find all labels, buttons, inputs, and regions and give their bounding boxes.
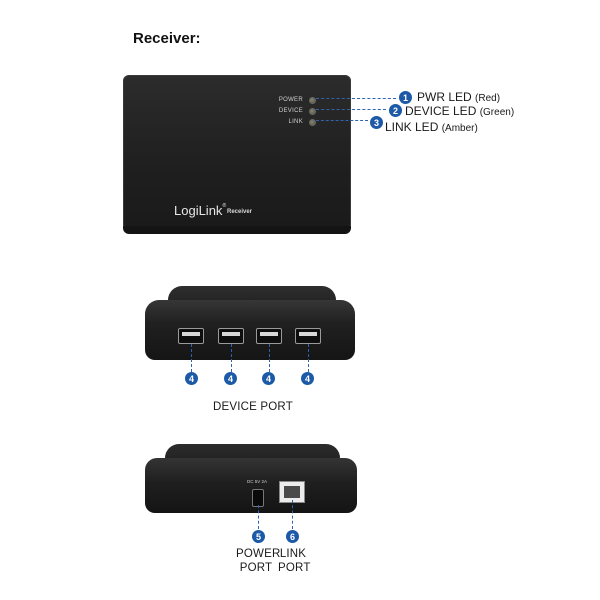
receiver-base [123, 226, 351, 234]
usb-port-4 [295, 328, 321, 344]
usb-port-1 [178, 328, 204, 344]
callout-badge-2: 2 [389, 104, 402, 117]
link-port-badge: 6 [286, 530, 299, 543]
usb-leader-4 [308, 344, 309, 372]
device-led-leader-line [316, 109, 386, 110]
receiver-front-view-image [145, 300, 355, 360]
pwr-led-callout: PWR LED (Red) [417, 90, 501, 104]
link-led-indicator [309, 119, 316, 126]
pwr-led-leader-line [316, 98, 396, 99]
receiver-logo-label: Receiver [227, 209, 253, 215]
device-port-badge-3: 4 [262, 372, 275, 385]
usb-port-3 [256, 328, 282, 344]
link-port-leader [292, 500, 293, 529]
power-port-badge: 5 [252, 530, 265, 543]
power-led-label: POWER [278, 97, 303, 103]
power-led-indicator [309, 97, 316, 104]
rj45-socket [284, 486, 300, 498]
device-port-badge-1: 4 [185, 372, 198, 385]
device-led-indicator [309, 108, 316, 115]
device-port-caption: DEVICE PORT [213, 401, 293, 413]
usb-leader-3 [269, 344, 270, 372]
usb-leader-1 [191, 344, 192, 372]
logilink-logo: LogiLink® [174, 203, 227, 218]
device-led-callout: DEVICE LED (Green) [405, 104, 515, 118]
usb-port-2 [218, 328, 244, 344]
power-port-leader [258, 505, 259, 529]
device-port-badge-2: 4 [224, 372, 237, 385]
receiver-rear-view-image: DC 5V 2A [145, 458, 357, 513]
dc-input-label: DC 5V 2A [246, 479, 267, 484]
callout-badge-1: 1 [399, 91, 412, 104]
device-port-badge-4: 4 [301, 372, 314, 385]
usb-leader-2 [231, 344, 232, 372]
section-heading: Receiver: [133, 30, 201, 47]
receiver-device-image: POWER DEVICE LINK LogiLink® Receiver [123, 75, 351, 234]
callout-badge-3: 3 [370, 116, 383, 129]
power-port-caption: POWER PORT [236, 548, 281, 574]
link-led-leader-line [316, 120, 368, 121]
link-port-caption: LINK PORT [278, 548, 311, 574]
link-led-label: LINK [288, 119, 303, 125]
link-led-callout: LINK LED (Amber) [385, 120, 478, 134]
device-led-label: DEVICE [278, 108, 303, 114]
